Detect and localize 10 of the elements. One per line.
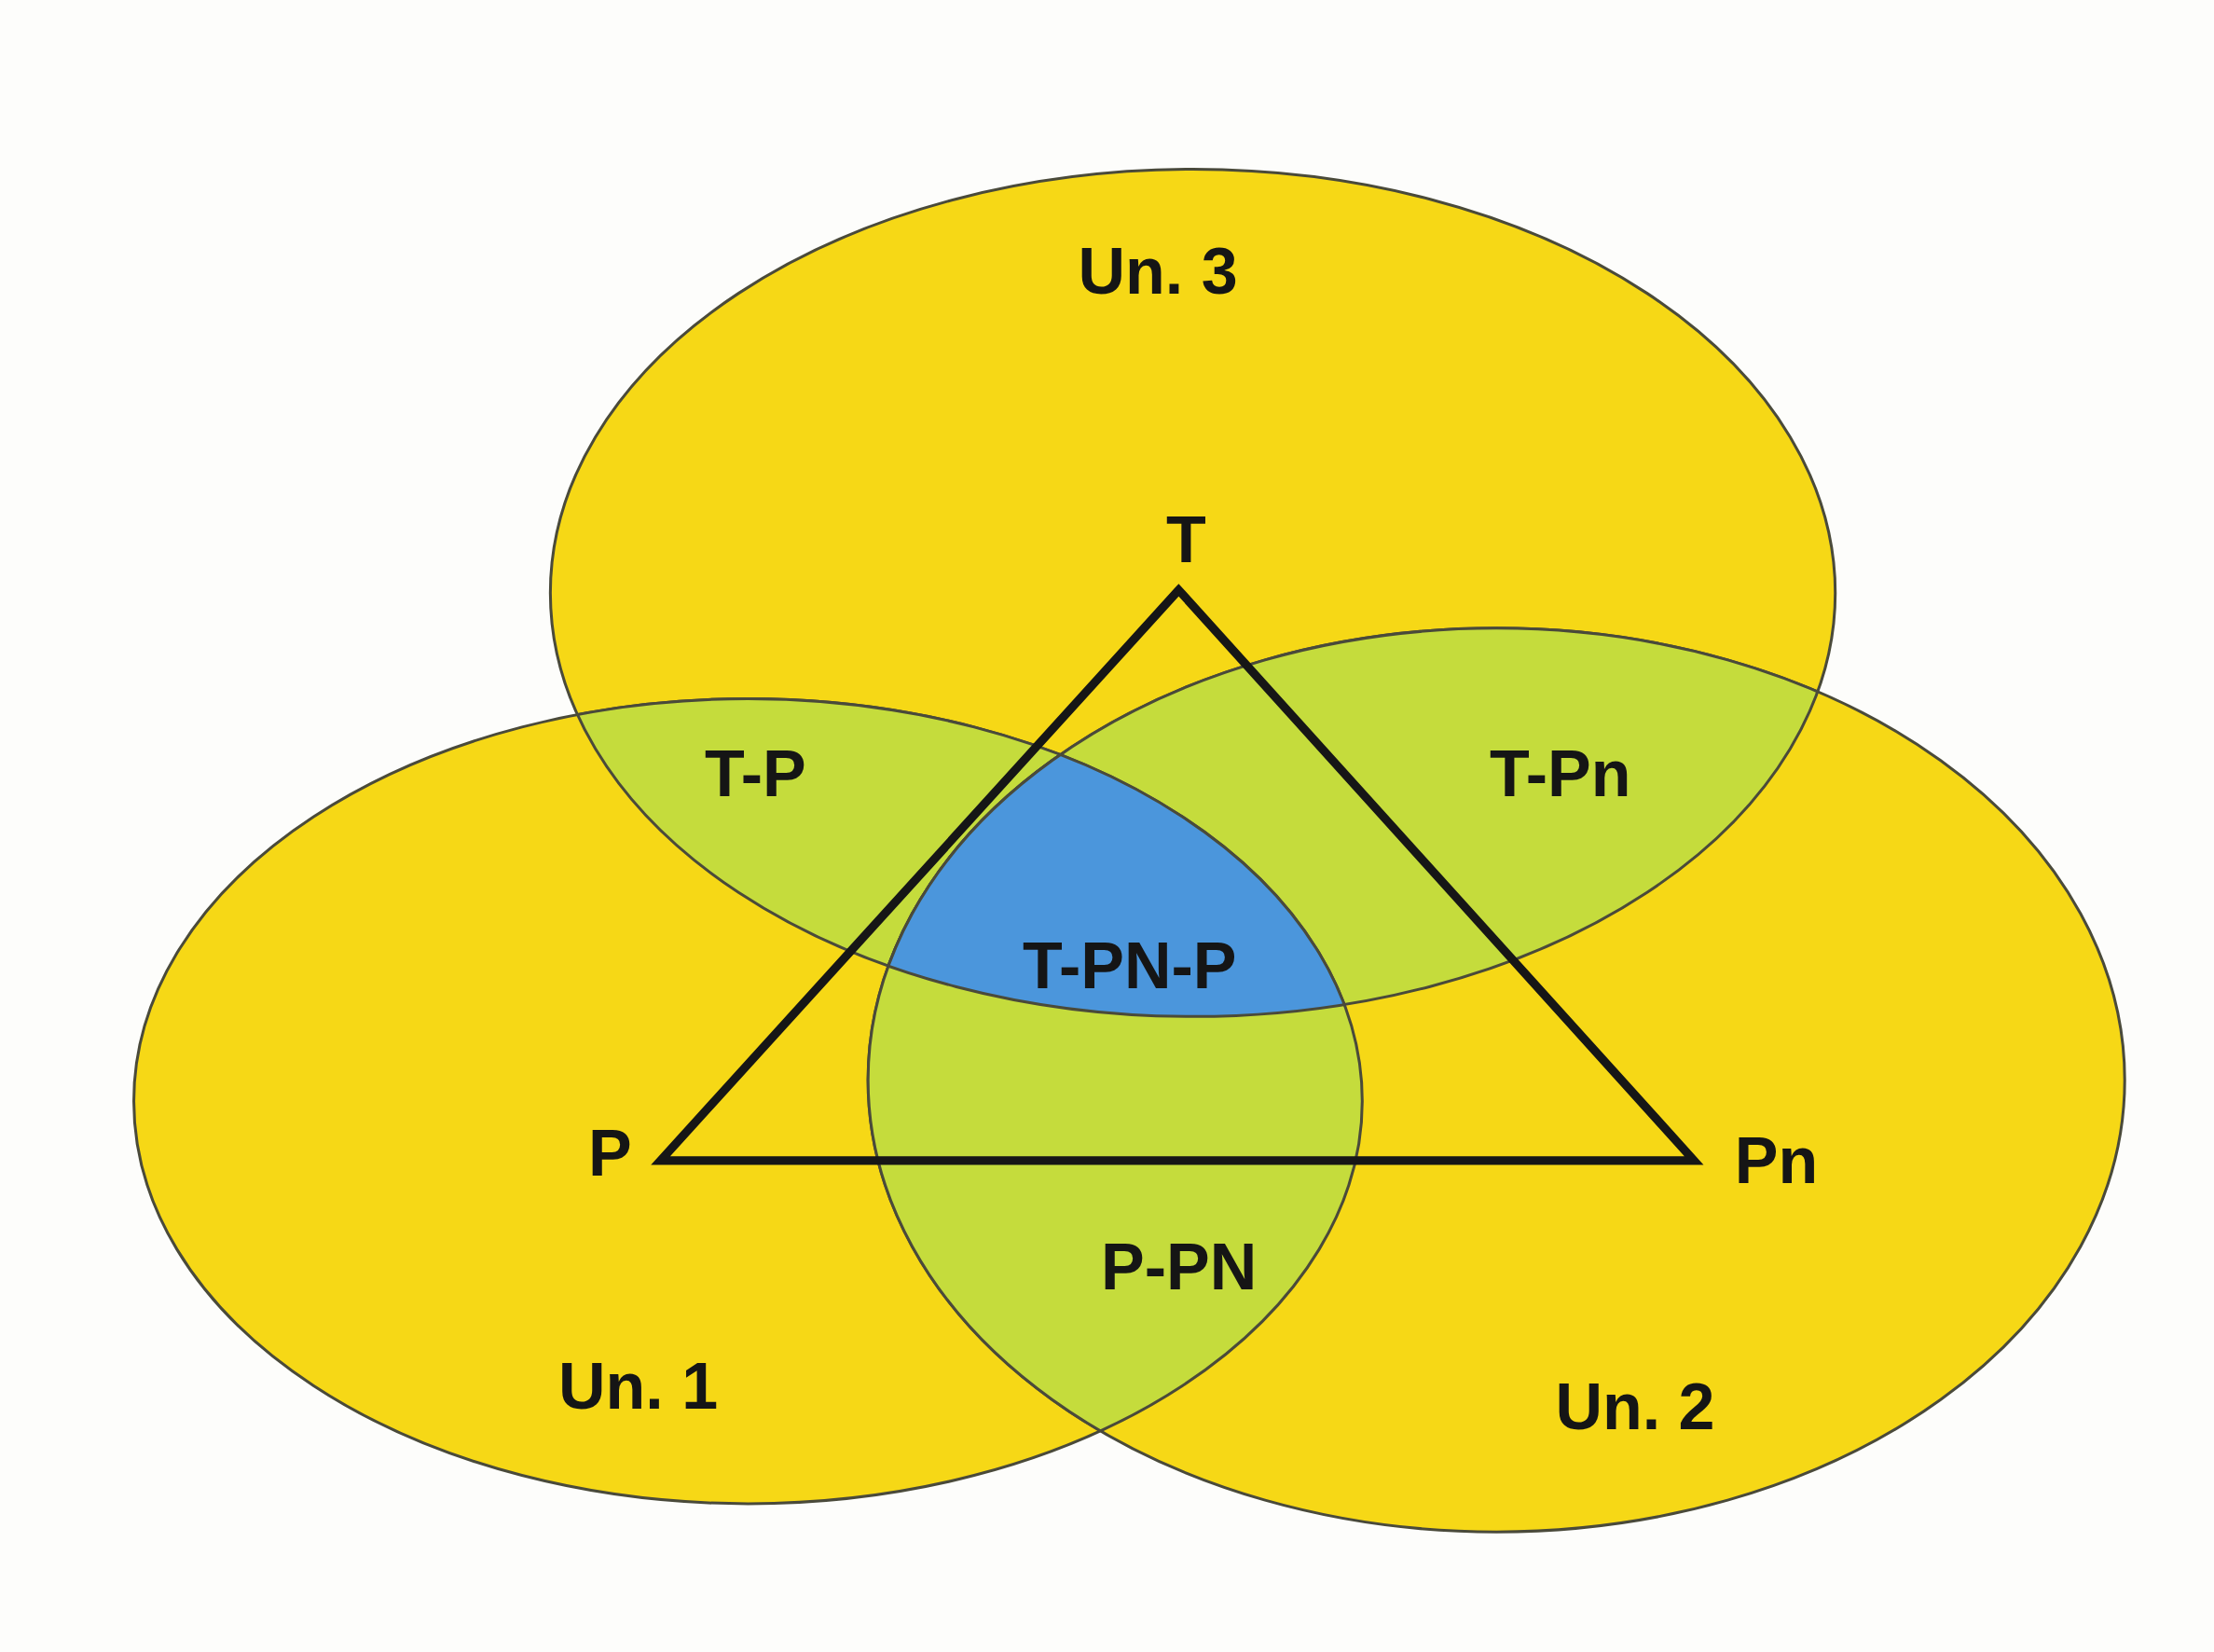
region-label: T-PN-P — [1023, 933, 1237, 999]
set-label: Un. 1 — [558, 1354, 719, 1420]
region-label: P-PN — [1101, 1233, 1258, 1300]
region-label: T-Pn — [1489, 741, 1631, 807]
vertex-label: Pn — [1734, 1128, 1819, 1194]
set-label: Un. 3 — [1078, 238, 1238, 304]
vertex-label: P — [588, 1121, 632, 1187]
set-label: Un. 2 — [1555, 1373, 1715, 1439]
region-label: T-P — [704, 741, 806, 807]
vertex-label: T — [1165, 506, 1206, 572]
